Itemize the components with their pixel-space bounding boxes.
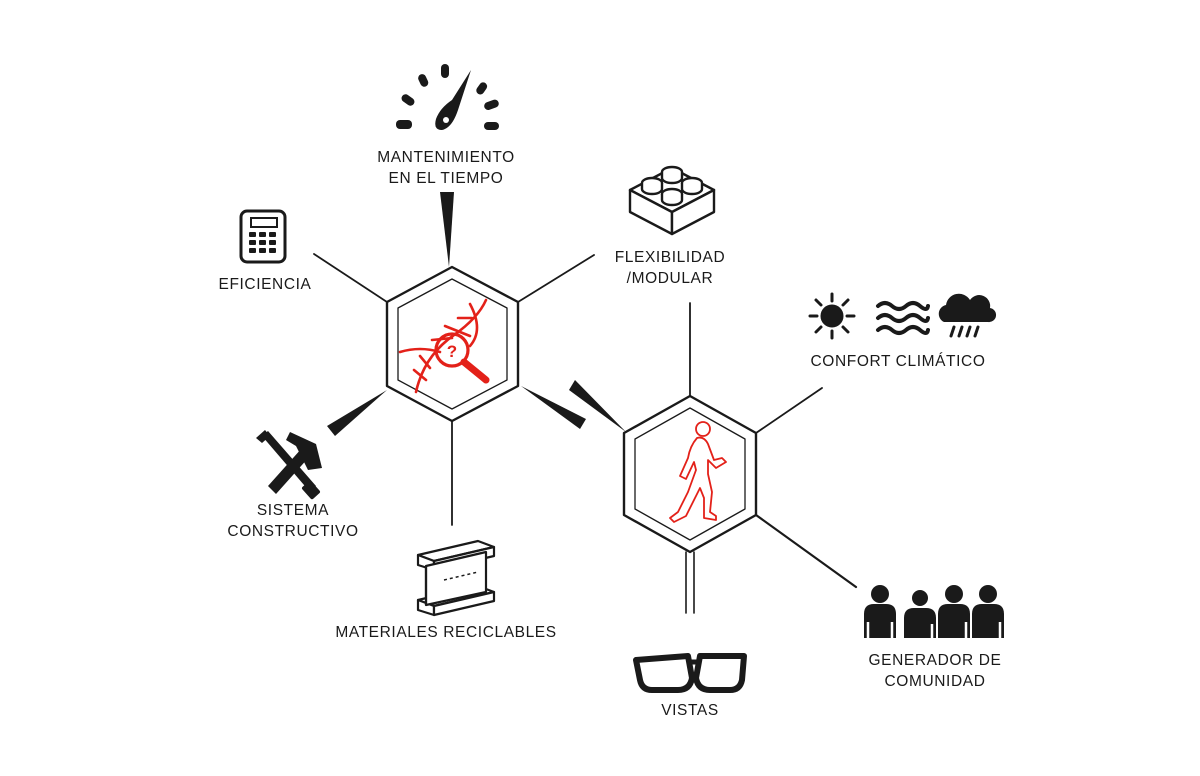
connector-confort	[755, 387, 823, 434]
rain-cloud-icon	[938, 293, 997, 338]
label-mantenimiento: MANTENIMIENTO EN EL TIEMPO	[377, 147, 515, 189]
label-line: EFICIENCIA	[218, 276, 312, 293]
label-eficiencia: EFICIENCIA	[219, 274, 312, 295]
label-materiales: MATERIALES RECICLABLES	[335, 622, 556, 643]
wedge-mantenimiento	[440, 192, 454, 267]
label-line: MANTENIMIENTO	[377, 149, 515, 166]
label-vistas: VISTAS	[661, 700, 719, 721]
wedge-sistema	[327, 390, 387, 436]
label-generador: GENERADOR DE COMUNIDAD	[869, 650, 1002, 692]
label-line: SISTEMA	[256, 502, 330, 519]
label-flexibilidad: FLEXIBILIDAD /MODULAR	[615, 247, 726, 289]
wind-icon	[876, 301, 930, 335]
dna-magnifier-icon	[398, 298, 490, 394]
community-people-icon	[864, 585, 1004, 638]
wedge-link-hex1	[521, 386, 586, 429]
question-mark-icon: ?	[447, 342, 457, 361]
sun-icon	[808, 292, 856, 340]
label-line: /MODULAR	[626, 270, 714, 287]
label-line: VISTAS	[661, 702, 719, 719]
label-line: FLEXIBILIDAD	[614, 249, 726, 266]
walking-person-icon	[669, 421, 727, 523]
label-line: CONSTRUCTIVO	[227, 523, 359, 540]
gauge-icon	[396, 64, 499, 130]
glasses-icon	[633, 653, 747, 693]
connector-flexibilidad	[517, 254, 595, 303]
label-line: EN EL TIEMPO	[388, 170, 504, 187]
lego-brick-icon	[628, 165, 716, 236]
label-line: GENERADOR DE	[868, 652, 1002, 669]
calculator-icon	[239, 209, 287, 264]
connector-generador	[754, 513, 858, 589]
hexagon-right	[622, 394, 758, 554]
label-confort: CONFORT CLIMÁTICO	[811, 351, 986, 372]
wedge-link-hex2	[569, 380, 626, 432]
steel-beam-icon	[416, 539, 496, 617]
label-line: CONFORT CLIMÁTICO	[810, 353, 986, 370]
label-sistema: SISTEMA CONSTRUCTIVO	[227, 500, 358, 542]
label-line: MATERIALES RECICLABLES	[335, 624, 557, 641]
label-line: COMUNIDAD	[884, 673, 986, 690]
connector-eficiencia	[313, 253, 388, 303]
hammer-screwdriver-icon	[256, 430, 322, 500]
